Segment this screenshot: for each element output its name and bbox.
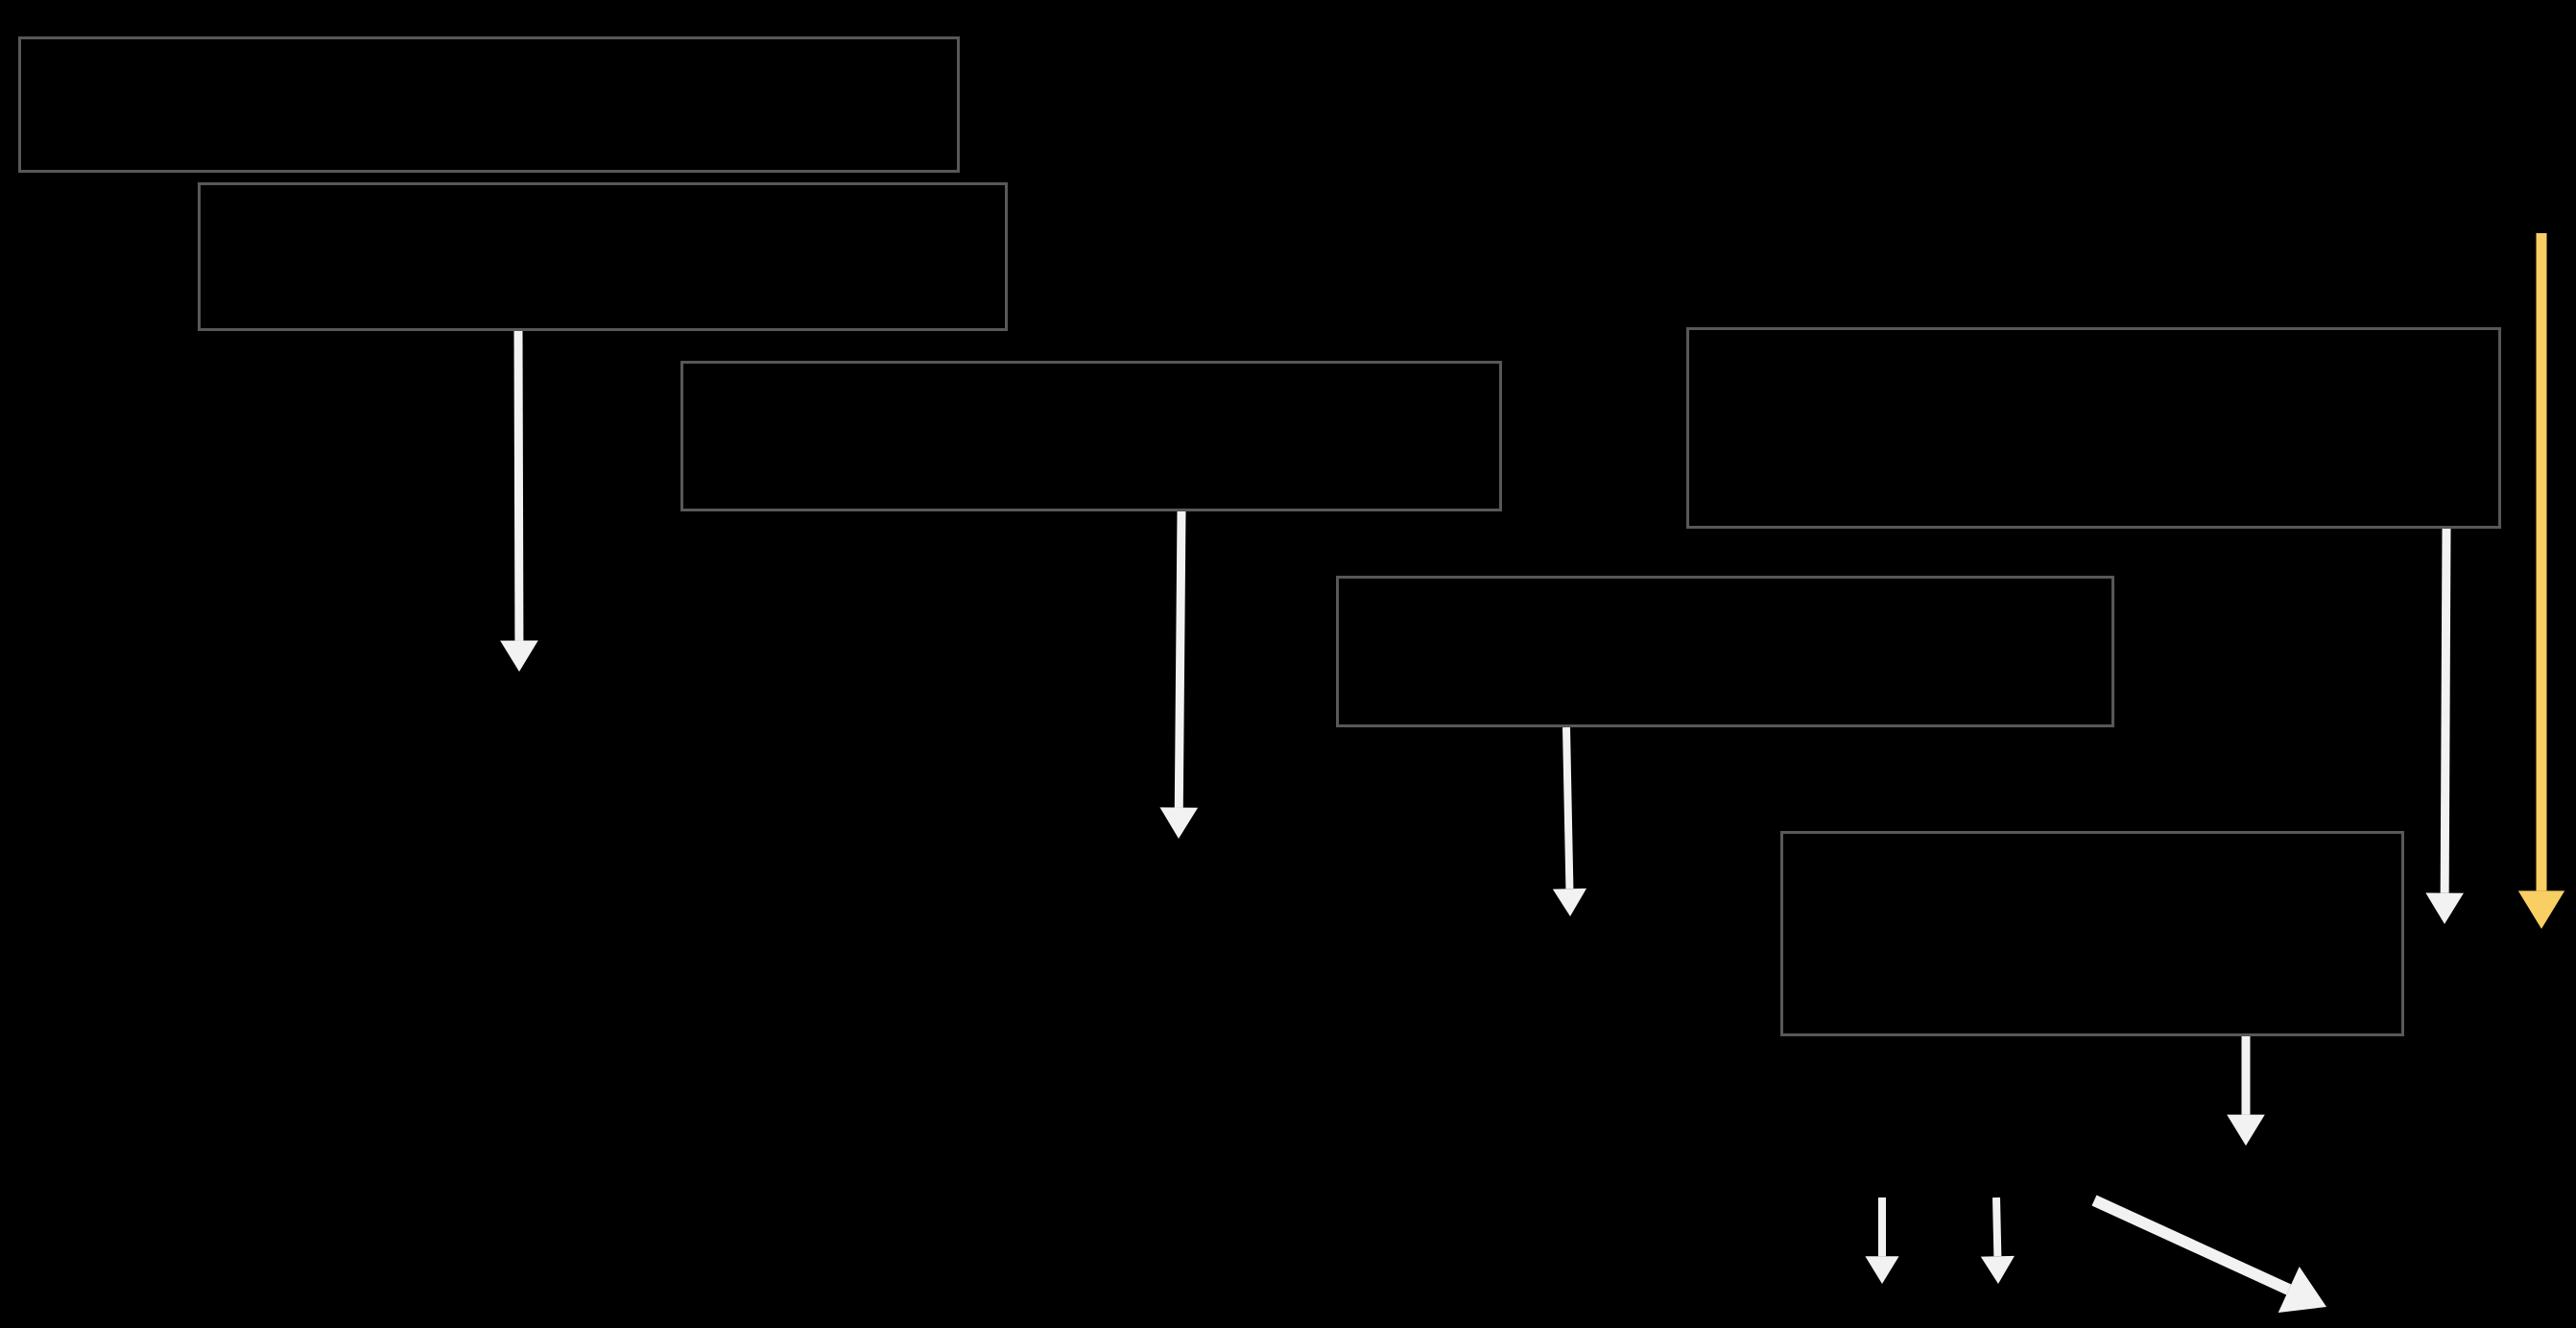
edge-arrowhead xyxy=(2425,892,2464,924)
node-label xyxy=(1339,579,2111,598)
edge-arrowhead xyxy=(2278,1266,2326,1313)
edge-shaft xyxy=(1174,510,1186,808)
edge-arrowhead xyxy=(1552,888,1587,916)
edge-arrow xyxy=(1552,726,1587,916)
edge-shaft xyxy=(1562,726,1574,889)
edge-shaft xyxy=(2091,1195,2292,1295)
node-box[interactable] xyxy=(18,36,960,173)
node-label xyxy=(1783,834,2401,853)
edge-shaft xyxy=(2440,528,2451,893)
edge-arrow xyxy=(2091,1195,2326,1313)
node-box[interactable] xyxy=(1686,327,2501,529)
edge-arrow xyxy=(2517,233,2565,929)
edge-arrowhead xyxy=(1159,807,1199,839)
edge-arrow xyxy=(1980,1197,2015,1284)
node-box[interactable] xyxy=(680,361,1502,511)
node-label xyxy=(1689,330,2498,349)
edge-shaft xyxy=(513,330,524,641)
node-box[interactable] xyxy=(198,182,1008,331)
edge-arrow xyxy=(1865,1198,1899,1284)
node-label xyxy=(683,364,1499,383)
edge-arrow xyxy=(500,330,538,672)
node-label xyxy=(21,39,957,59)
node-box[interactable] xyxy=(1336,576,2114,727)
edge-arrowhead xyxy=(2517,890,2565,929)
edge-shaft xyxy=(1992,1197,2002,1257)
node-box[interactable] xyxy=(1780,831,2404,1036)
edge-arrowhead xyxy=(1980,1255,2015,1284)
edge-arrowhead xyxy=(2227,1114,2265,1146)
edge-arrow xyxy=(2227,1036,2265,1146)
edge-arrowhead xyxy=(500,640,538,672)
node-label xyxy=(201,185,1005,204)
edge-arrow xyxy=(1159,510,1199,839)
edge-arrow xyxy=(2425,528,2464,924)
edge-arrowhead xyxy=(1865,1256,1899,1284)
